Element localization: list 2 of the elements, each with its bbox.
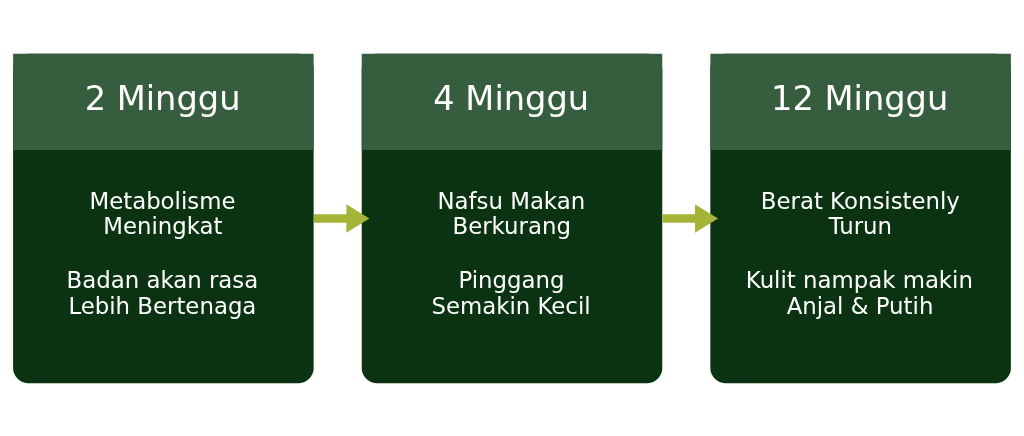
arrow bbox=[313, 203, 370, 233]
arrow bbox=[662, 203, 719, 233]
